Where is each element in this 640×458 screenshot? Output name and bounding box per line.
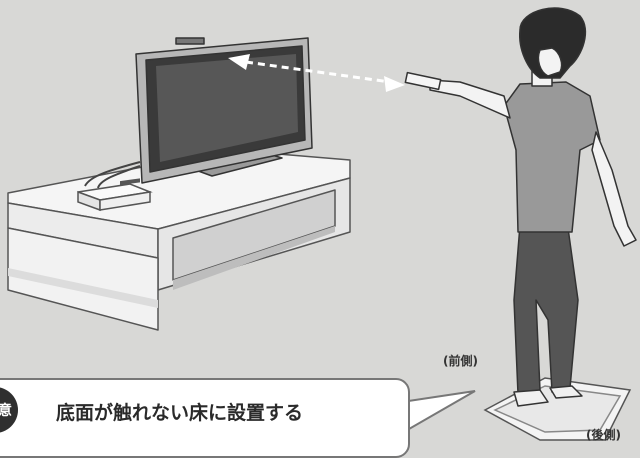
television <box>135 37 313 184</box>
console-box <box>77 178 153 212</box>
tv-stand <box>7 149 351 331</box>
tv-cable <box>84 161 141 189</box>
warning-text: 底面が触れない床に設置する <box>56 402 304 424</box>
warning-badge: 注意 <box>0 387 18 433</box>
warning-callout: 注意 底面が触れない床に設置する <box>0 378 410 458</box>
front-label: (前側) <box>443 354 478 368</box>
back-label: (後側) <box>586 428 621 442</box>
pointer-arrow <box>228 54 405 92</box>
person <box>404 7 637 407</box>
illustration <box>7 7 637 441</box>
